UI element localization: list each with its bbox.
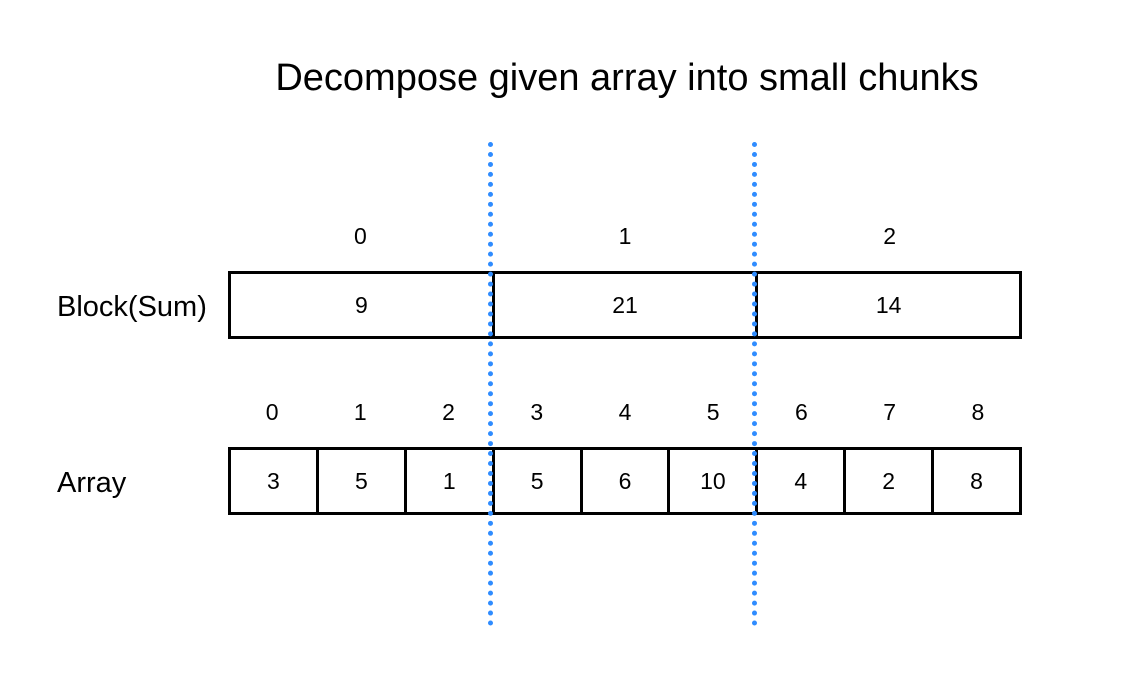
array-cell: 6 [579, 450, 668, 512]
array-cell: 5 [491, 450, 580, 512]
array-index: 8 [971, 399, 985, 425]
array-cell: 1 [403, 450, 492, 512]
array-index: 3 [530, 399, 544, 425]
array-cell: 10 [667, 450, 755, 512]
block-index: 0 [353, 223, 367, 249]
array-row: 3 5 1 5 6 10 4 2 8 [228, 447, 1022, 515]
array-row-label: Array [57, 467, 127, 499]
array-cell: 4 [755, 450, 843, 512]
block-index-row: 0 1 2 [228, 221, 1022, 251]
chunk-divider-1 [488, 142, 493, 626]
array-cell: 8 [931, 450, 1019, 512]
block-cell: 21 [491, 274, 756, 336]
array-index-row: 0 1 2 3 4 5 6 7 8 [228, 397, 1022, 427]
array-index: 0 [265, 399, 279, 425]
chunk-divider-2 [752, 142, 757, 626]
block-index: 2 [883, 223, 897, 249]
array-cell: 2 [843, 450, 931, 512]
array-cell: 3 [267, 467, 280, 494]
block-cell: 14 [755, 274, 1019, 336]
array-index: 6 [795, 399, 808, 425]
block-index: 1 [618, 223, 632, 249]
array-index: 5 [706, 399, 720, 425]
array-index: 2 [442, 399, 455, 425]
block-cell: 9 [354, 291, 368, 318]
array-index: 1 [353, 399, 367, 425]
array-index: 7 [883, 399, 897, 425]
block-row-label: Block(Sum) [57, 291, 207, 323]
array-cell: 5 [315, 450, 404, 512]
block-sum-row: 9 21 14 [228, 271, 1022, 339]
array-index: 4 [618, 399, 632, 425]
diagram-title: Decompose given array into small chunks [275, 57, 979, 99]
